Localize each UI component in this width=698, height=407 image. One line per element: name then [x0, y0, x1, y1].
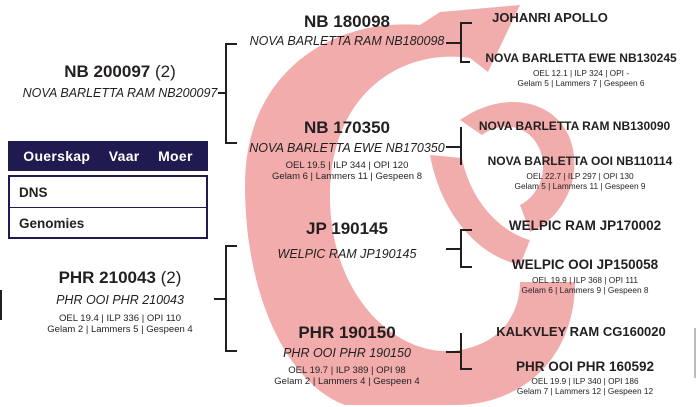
dam-subject-stats: OEL 19.4 | ILP 336 | OPI 110 Gelam 2 | L…	[0, 313, 240, 335]
dam-stats: OEL 19.5 | ILP 344 | OPI 120 Gelam 6 | L…	[232, 160, 462, 182]
dam-subject-desc: PHR OOI PHR 210043	[0, 293, 240, 307]
dam-block[interactable]: NB 170350 NOVA BARLETTA EWE NB170350 OEL…	[232, 118, 462, 182]
grandparent-1[interactable]: JOHANRI APOLLO	[470, 10, 630, 25]
subject-id: NB 200097 (2)	[0, 62, 240, 82]
options-box: DNS Genomies	[8, 175, 208, 239]
dam-desc: NOVA BARLETTA EWE NB170350	[232, 141, 462, 155]
grandparent-2-stats: OEL 12.1 | ILP 324 | OPI - Gelam 5 | Lam…	[468, 68, 694, 88]
grandparent-4[interactable]: NOVA BARLETTA OOI NB110114 OEL 22.7 | IL…	[470, 154, 690, 191]
nav-ouerskap[interactable]: Ouerskap	[23, 148, 90, 164]
dam2-id: PHR 190150	[232, 323, 462, 343]
grandparent-3[interactable]: NOVA BARLETTA RAM NB130090	[462, 119, 687, 133]
grandparent-5[interactable]: WELPIC RAM JP170002	[480, 218, 690, 233]
sire-block[interactable]: NB 180098 NOVA BARLETTA RAM NB180098	[232, 12, 462, 48]
grandparent-6[interactable]: WELPIC OOI JP150058 OEL 19.9 | ILP 368 |…	[480, 257, 690, 295]
option-dns[interactable]: DNS	[10, 177, 206, 207]
option-genomies[interactable]: Genomies	[10, 207, 206, 238]
nav-moer[interactable]: Moer	[158, 148, 193, 164]
sire-desc: NOVA BARLETTA RAM NB180098	[232, 34, 462, 48]
sire-id: NB 180098	[232, 12, 462, 32]
grandparent-4-stats: OEL 22.7 | ILP 297 | OPI 130 Gelam 5 | L…	[470, 171, 690, 191]
grandparent-7[interactable]: KALKVLEY RAM CG160020	[472, 324, 690, 339]
sire2-id: JP 190145	[232, 219, 462, 239]
scrollbar-track	[694, 328, 696, 378]
dam2-block[interactable]: PHR 190150 PHR OOI PHR 190150 OEL 19.7 |…	[232, 323, 462, 387]
dam2-stats: OEL 19.7 | ILP 389 | OPI 98 Gelam 2 | La…	[232, 365, 462, 387]
grandparent-3-name: NOVA BARLETTA RAM NB130090	[462, 119, 687, 133]
grandparent-6-stats: OEL 19.9 | ILP 368 | OPI 111 Gelam 6 | L…	[480, 275, 690, 295]
dam2-desc: PHR OOI PHR 190150	[232, 346, 462, 360]
grandparent-8[interactable]: PHR OOI PHR 160592 OEL 19.9 | ILP 340 | …	[480, 359, 690, 396]
bracket-line	[460, 266, 472, 268]
grandparent-2[interactable]: NOVA BARLETTA EWE NB130245 OEL 12.1 | IL…	[468, 51, 694, 88]
grandparent-8-stats: OEL 19.9 | ILP 340 | OPI 186 Gelam 7 | L…	[480, 376, 690, 396]
sire2-block[interactable]: JP 190145 WELPIC RAM JP190145	[232, 219, 462, 261]
nav-vaar[interactable]: Vaar	[109, 148, 140, 164]
grandparent-8-name: PHR OOI PHR 160592	[480, 359, 690, 374]
grandparent-7-name: KALKVLEY RAM CG160020	[472, 324, 690, 339]
grandparent-1-name: JOHANRI APOLLO	[470, 10, 630, 25]
nav-bar: Ouerskap Vaar Moer	[8, 141, 208, 171]
subject-block[interactable]: NB 200097 (2) NOVA BARLETTA RAM NB200097	[0, 62, 240, 100]
dam-id: NB 170350	[232, 118, 462, 138]
dam-subject-block[interactable]: PHR 210043 (2) PHR OOI PHR 210043 OEL 19…	[0, 268, 240, 335]
grandparent-6-name: WELPIC OOI JP150058	[480, 257, 690, 272]
grandparent-2-name: NOVA BARLETTA EWE NB130245	[468, 51, 694, 65]
grandparent-5-name: WELPIC RAM JP170002	[480, 218, 690, 233]
sire2-desc: WELPIC RAM JP190145	[232, 247, 462, 261]
grandparent-4-name: NOVA BARLETTA OOI NB110114	[470, 154, 690, 168]
subject-desc: NOVA BARLETTA RAM NB200097	[0, 86, 240, 100]
dam-subject-id: PHR 210043 (2)	[0, 268, 240, 288]
